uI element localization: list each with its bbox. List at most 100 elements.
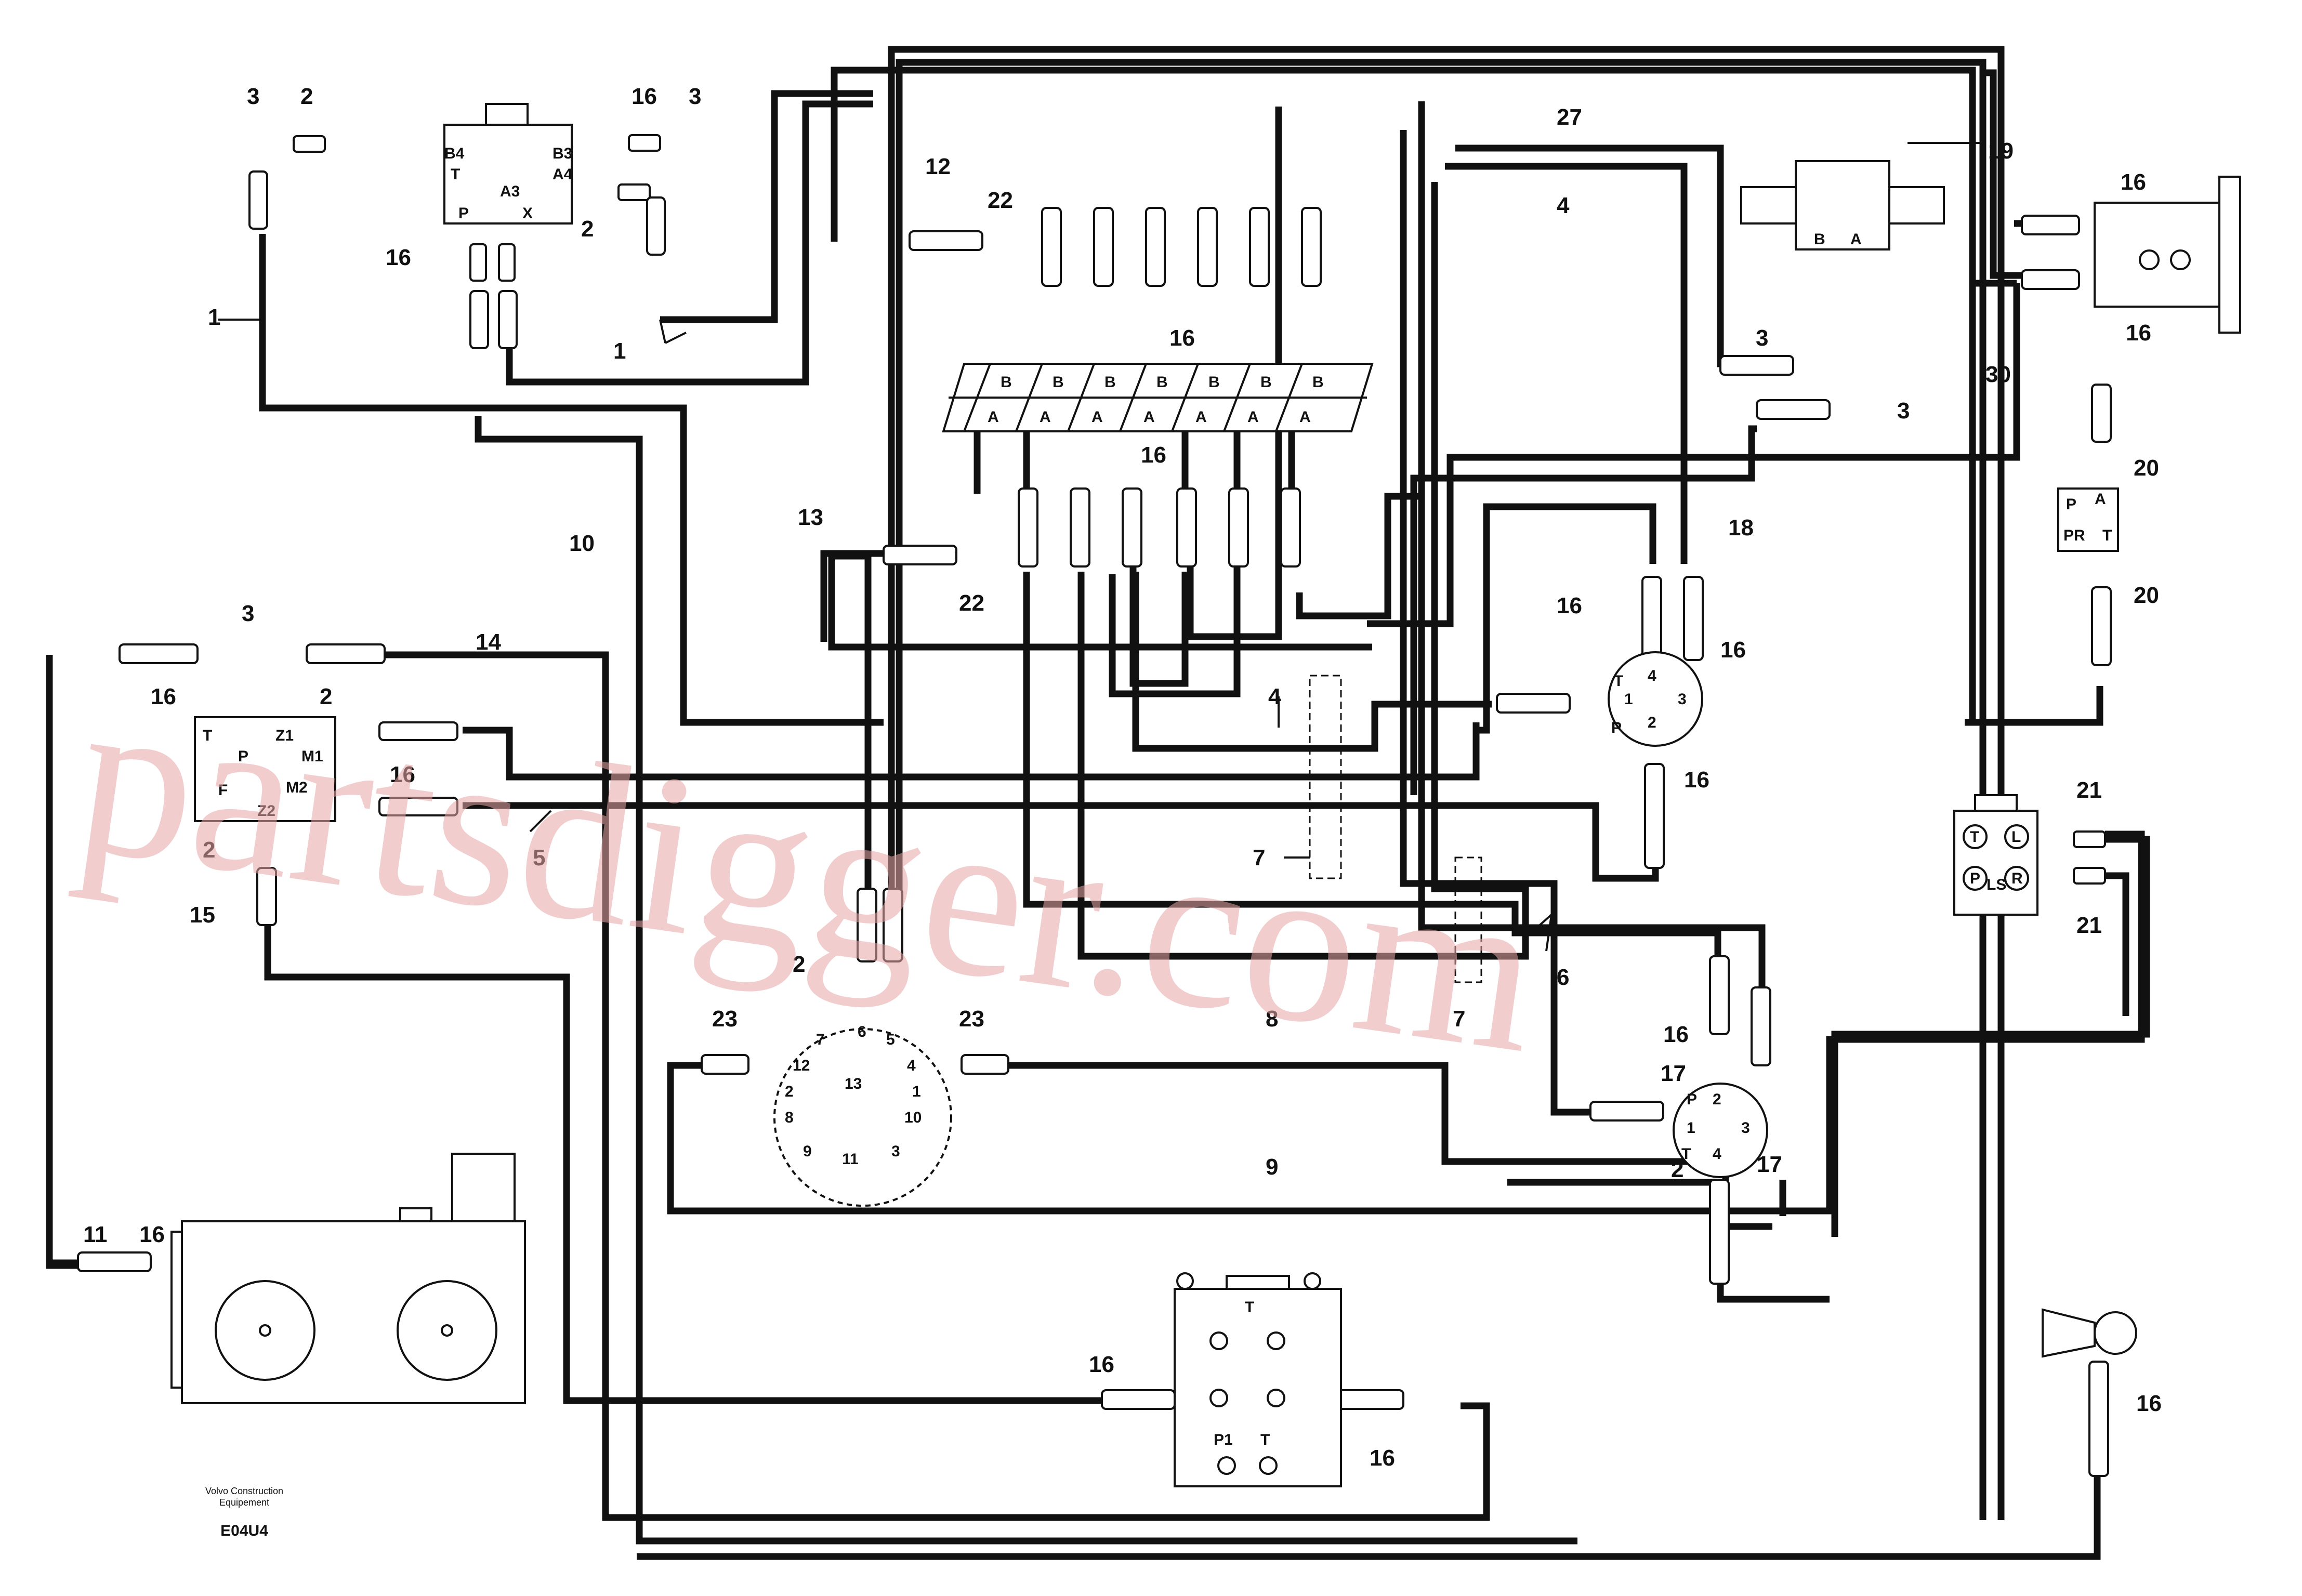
line-1-mid xyxy=(506,100,873,386)
callout-2: 2 xyxy=(793,952,805,977)
line-1-right xyxy=(660,90,873,323)
selector-port-p: P xyxy=(238,748,248,765)
callout-22: 22 xyxy=(959,590,984,616)
line-30 xyxy=(1367,283,2020,627)
callout-2: 2 xyxy=(203,837,215,863)
callout-3: 3 xyxy=(242,601,254,626)
callout-17: 17 xyxy=(1757,1152,1782,1177)
callout-3: 3 xyxy=(247,84,259,109)
swivel-4: 4 xyxy=(907,1057,916,1074)
callout-15: 15 xyxy=(190,902,215,928)
ls-port-r: R xyxy=(2011,870,2023,887)
callout-2: 2 xyxy=(300,84,313,109)
shuttle-port-pr: PR xyxy=(2063,527,2085,544)
callout-2: 2 xyxy=(1671,1157,1683,1182)
rot-lo-2: 2 xyxy=(1713,1091,1721,1108)
valve-port-a6: A xyxy=(1247,408,1259,426)
callout-9: 9 xyxy=(1266,1154,1278,1180)
callout-16: 16 xyxy=(1370,1445,1395,1471)
switch-port-a: A xyxy=(1850,231,1862,248)
callout-5: 5 xyxy=(533,845,545,870)
swivel-13: 13 xyxy=(845,1075,862,1092)
leader-lines xyxy=(218,142,2017,967)
line-18c xyxy=(1476,503,1656,734)
callout-4: 4 xyxy=(1268,684,1281,709)
valve-port-a5: A xyxy=(1195,408,1207,426)
callout-16: 16 xyxy=(151,684,176,709)
line-6a xyxy=(1023,572,1721,982)
right-bracket xyxy=(2094,176,2241,334)
callout-6: 6 xyxy=(1557,965,1569,990)
callout-20: 20 xyxy=(2134,583,2159,608)
valve-port-b1: B xyxy=(1001,374,1012,391)
callout-16: 16 xyxy=(2126,320,2151,346)
callout-16: 16 xyxy=(390,762,415,787)
line-1-left xyxy=(259,234,884,726)
callout-10: 10 xyxy=(569,531,595,556)
selector-block: T P Z1 M1 F M2 Z2 xyxy=(194,716,336,822)
valve-port-b7: B xyxy=(1312,374,1324,391)
rot-lo-1: 1 xyxy=(1687,1119,1695,1137)
line-8 xyxy=(995,1062,1700,1165)
selector-port-z1: Z1 xyxy=(275,727,294,744)
line-21b xyxy=(2102,872,2129,1016)
swivel-1: 1 xyxy=(912,1083,921,1100)
shuttle-port-t: T xyxy=(2102,527,2112,544)
watermark-text: partsdigger.com xyxy=(64,646,1553,1101)
sensor-unit xyxy=(2042,1308,2137,1358)
company-subtitle: Equipement xyxy=(219,1497,269,1508)
line-27 xyxy=(1455,144,1762,367)
valve-port-b4: B xyxy=(1156,374,1168,391)
rot-lo-p: P xyxy=(1687,1091,1697,1108)
ls-port-t: T xyxy=(1970,828,1979,846)
valve-a-ports: A A A A A A A xyxy=(988,408,1311,426)
rot-up-4: 4 xyxy=(1648,667,1656,684)
callout-16: 16 xyxy=(139,1222,165,1247)
footer-label: Volvo Construction Equipement E04U4 xyxy=(205,1486,283,1539)
callout-16: 16 xyxy=(1557,593,1582,618)
switch-valve: B A xyxy=(1740,160,1945,250)
pilot-port-a4: A4 xyxy=(553,166,573,183)
callout-22: 22 xyxy=(988,188,1013,213)
callout-27: 27 xyxy=(1557,104,1582,130)
callout-16: 16 xyxy=(632,84,657,109)
pilot-port-t: T xyxy=(451,166,460,183)
ls-block: T L P LS R xyxy=(1953,794,2038,916)
callout-2: 2 xyxy=(320,684,332,709)
line-5a xyxy=(463,722,1480,781)
callout-23: 23 xyxy=(712,1006,738,1032)
swivel-joint: 12 7 6 5 2 13 4 1 8 10 9 11 3 xyxy=(773,1023,952,1207)
pilot-valve: B4 T A3 B3 A4 P X xyxy=(443,103,573,225)
valve-port-a2: A xyxy=(1040,408,1051,426)
pump-unit xyxy=(170,1153,526,1404)
shuttle-port-p: P xyxy=(2066,496,2076,513)
line-a-bottom xyxy=(1129,566,1189,687)
callout-19: 19 xyxy=(1988,138,2014,164)
callout-14: 14 xyxy=(476,629,501,655)
callout-16: 16 xyxy=(1089,1352,1114,1377)
callout-13: 13 xyxy=(798,505,823,530)
callout-23: 23 xyxy=(959,1006,984,1032)
rotary-valve-lower: P 1 2 T 3 4 xyxy=(1673,1083,1768,1178)
callout-12: 12 xyxy=(925,154,951,179)
line-6c xyxy=(1400,130,1616,1116)
valve-port-a7: A xyxy=(1299,408,1311,426)
switch-port-b: B xyxy=(1814,231,1825,248)
line-16-bottom xyxy=(637,1466,2101,1560)
line-6d xyxy=(1418,101,1766,993)
callout-7: 7 xyxy=(1453,1006,1465,1032)
swivel-2: 2 xyxy=(785,1083,794,1100)
callout-16: 16 xyxy=(1720,637,1746,663)
valve-port-b5: B xyxy=(1208,374,1220,391)
rot-up-3: 3 xyxy=(1678,691,1687,708)
selector-port-m2: M2 xyxy=(286,779,308,796)
valve-port-b6: B xyxy=(1260,374,1272,391)
main-port-p1: P1 xyxy=(1214,1431,1233,1448)
swivel-11: 11 xyxy=(842,1151,859,1168)
selector-port-m1: M1 xyxy=(301,748,323,765)
callout-16: 16 xyxy=(2136,1391,2162,1416)
swivel-10: 10 xyxy=(904,1109,922,1126)
shuttle-port-a: A xyxy=(2095,491,2106,508)
callout-17: 17 xyxy=(1661,1061,1686,1086)
